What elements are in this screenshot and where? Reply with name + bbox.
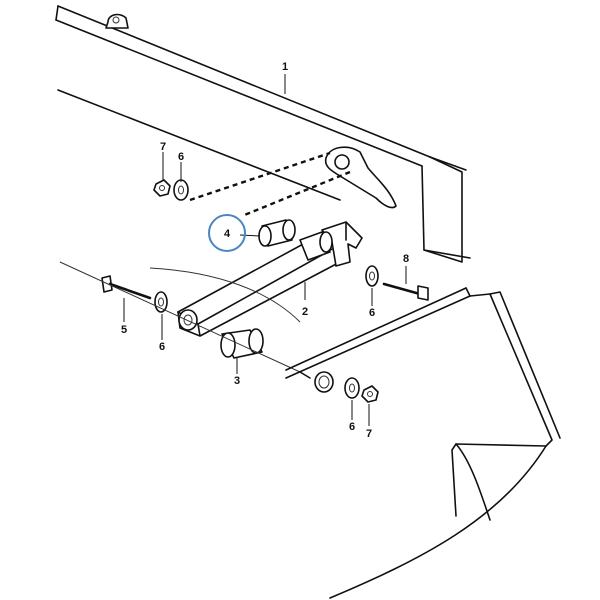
washer-part-6-left xyxy=(154,291,168,313)
callout-6-upper: 6 xyxy=(178,151,184,163)
bushing-part-3 xyxy=(220,328,264,359)
callout-3: 3 xyxy=(234,375,240,387)
callout-6-right: 6 xyxy=(369,307,375,319)
callout-7-lower: 7 xyxy=(366,428,372,440)
washer-part-6-upper xyxy=(173,179,189,201)
callout-2: 2 xyxy=(302,306,308,318)
phantom-line-lower xyxy=(241,170,351,218)
bolt-part-5 xyxy=(101,275,152,300)
bolt-part-8 xyxy=(382,282,429,301)
leader-lines xyxy=(123,74,407,426)
callout-6-lower: 6 xyxy=(349,421,355,433)
link-arm-part-2 xyxy=(177,221,363,337)
bushing-upper-arm xyxy=(299,231,333,261)
callout-6-left: 6 xyxy=(159,341,165,353)
highlight-ring-callout-4 xyxy=(208,214,246,252)
callout-1: 1 xyxy=(282,61,288,73)
callout-8: 8 xyxy=(403,253,409,265)
callout-4: 4 xyxy=(224,228,231,240)
callout-7-upper: 7 xyxy=(160,141,166,153)
nut-part-7-upper xyxy=(153,179,171,197)
bucket-body xyxy=(59,261,561,599)
bushing-part-4 xyxy=(258,219,296,247)
washer-part-6-right xyxy=(365,265,379,287)
nut-part-7-lower xyxy=(361,385,379,403)
phantom-line-upper xyxy=(189,151,331,202)
washer-part-6-lower xyxy=(344,377,360,399)
callout-5: 5 xyxy=(121,324,127,336)
boom-frame-part-1 xyxy=(55,5,471,263)
